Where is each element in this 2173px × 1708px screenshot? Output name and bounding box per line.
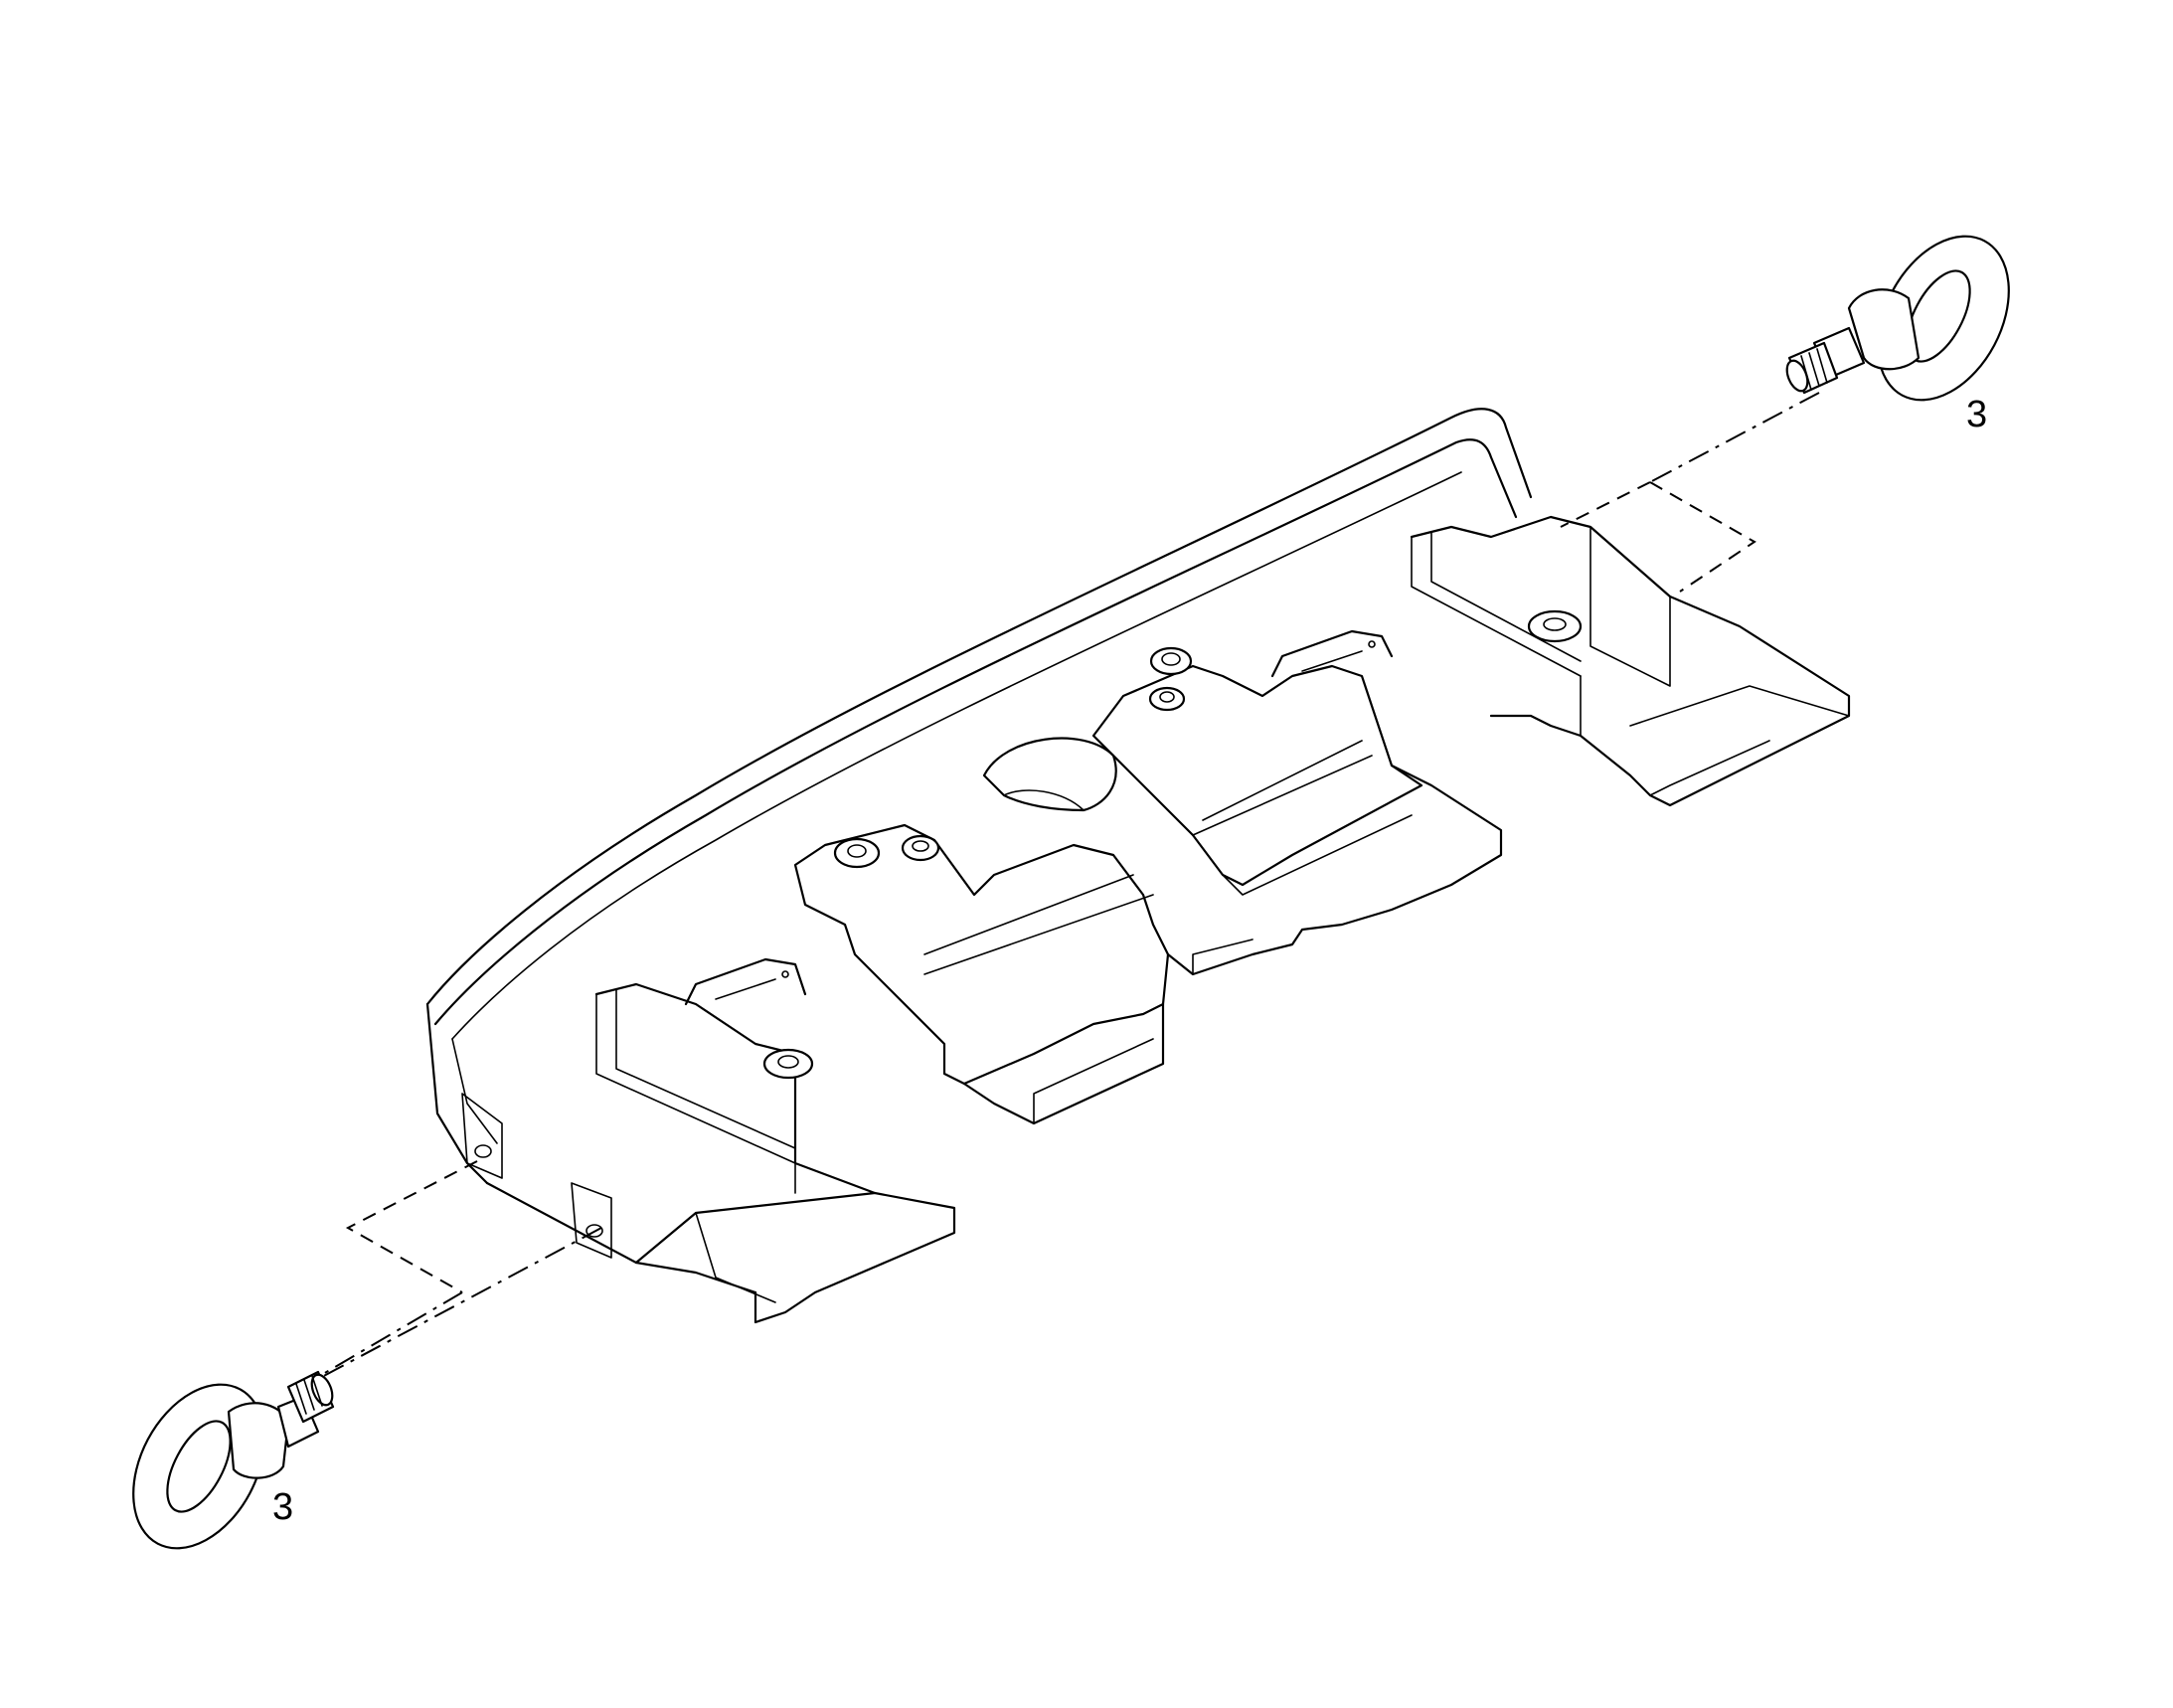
callout-label-right: 3 (1966, 394, 1988, 435)
eye-bolt-right (1785, 235, 2010, 402)
callout-label-left: 3 (272, 1486, 294, 1528)
eye-bolt-left (132, 1370, 335, 1550)
counterweight-body (425, 408, 1851, 1324)
assembly-lines (302, 392, 1820, 1388)
